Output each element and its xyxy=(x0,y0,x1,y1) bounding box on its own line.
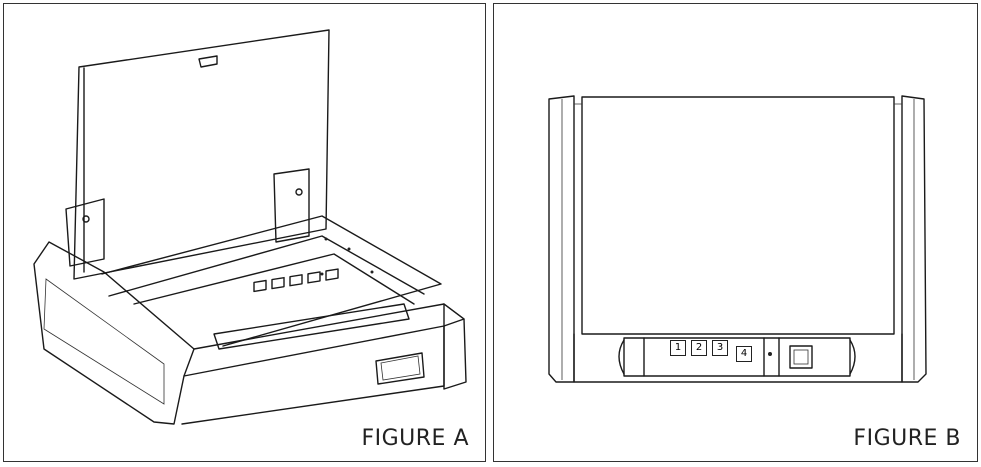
key-a3 xyxy=(289,274,303,287)
figure-b-label: FIGURE B xyxy=(853,426,961,451)
figure-a-label: FIGURE A xyxy=(361,426,469,451)
key-1: 1 xyxy=(670,340,686,356)
key-a1 xyxy=(253,279,267,293)
front-top-edge xyxy=(193,303,465,350)
base-front xyxy=(573,333,903,383)
figure-b-drawing xyxy=(548,95,927,383)
left-bumper xyxy=(33,241,195,425)
figure-b-panel: 1 2 3 4 FIGURE B xyxy=(493,3,978,462)
key-a5 xyxy=(325,268,339,281)
front-window xyxy=(375,352,425,385)
key-2: 2 xyxy=(691,340,707,356)
keypad-strip xyxy=(213,303,410,350)
lid-top xyxy=(581,96,895,335)
left-side-rail xyxy=(548,95,575,383)
box-floor-line xyxy=(133,253,415,305)
front-face xyxy=(181,325,445,425)
right-bumper xyxy=(443,303,467,390)
keypad-dividers xyxy=(643,337,780,377)
right-handle xyxy=(849,339,856,375)
left-bumper-recess xyxy=(43,278,165,405)
right-side-rail xyxy=(901,95,927,383)
inner-dot-2 xyxy=(347,247,351,251)
fingerprint-reader-inner xyxy=(793,349,809,365)
left-hinge xyxy=(65,198,105,267)
lid-panel xyxy=(73,29,330,280)
status-led xyxy=(768,352,772,356)
inner-dot-1 xyxy=(324,237,328,241)
inner-dot-3 xyxy=(320,272,324,276)
left-handle xyxy=(618,339,625,375)
front-window-inner xyxy=(380,355,421,381)
right-hinge-hole xyxy=(295,188,303,196)
keypad-housing xyxy=(623,337,851,377)
key-3: 3 xyxy=(712,340,728,356)
key-4: 4 xyxy=(736,346,752,362)
fingerprint-reader xyxy=(789,345,813,369)
figure-a-panel: FIGURE A xyxy=(3,3,486,462)
inner-dot-4 xyxy=(370,270,374,274)
key-a4 xyxy=(307,271,321,284)
right-hinge xyxy=(273,168,310,243)
box-inner-wall xyxy=(108,235,425,297)
figure-a-drawing xyxy=(33,29,467,425)
key-a2 xyxy=(271,276,285,290)
lid-latch xyxy=(198,55,218,68)
left-hinge-hole xyxy=(82,215,90,223)
